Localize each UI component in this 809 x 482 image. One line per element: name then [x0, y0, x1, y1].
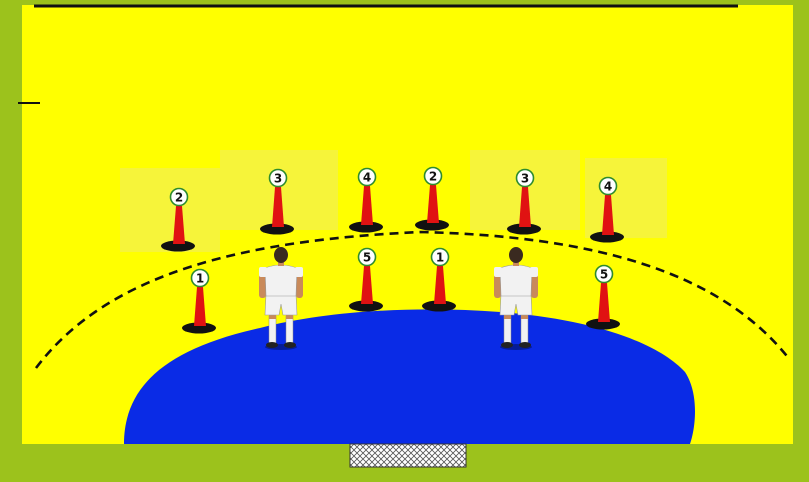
- cone-number-label: 1: [196, 271, 204, 285]
- cone-number-label: 2: [175, 190, 183, 204]
- cone-number-label: 5: [363, 250, 371, 264]
- pale-patch: [120, 168, 220, 252]
- cone-number-label: 5: [600, 267, 608, 281]
- pale-patch: [585, 158, 667, 238]
- cone-number-label: 2: [429, 169, 437, 183]
- cone-number-label: 4: [363, 170, 371, 184]
- cone-number-label: 3: [521, 171, 529, 185]
- cone-number-label: 3: [274, 171, 282, 185]
- cone-number-label: 4: [604, 179, 612, 193]
- cone-number-label: 1: [436, 250, 444, 264]
- goal-net-icon: [350, 444, 466, 467]
